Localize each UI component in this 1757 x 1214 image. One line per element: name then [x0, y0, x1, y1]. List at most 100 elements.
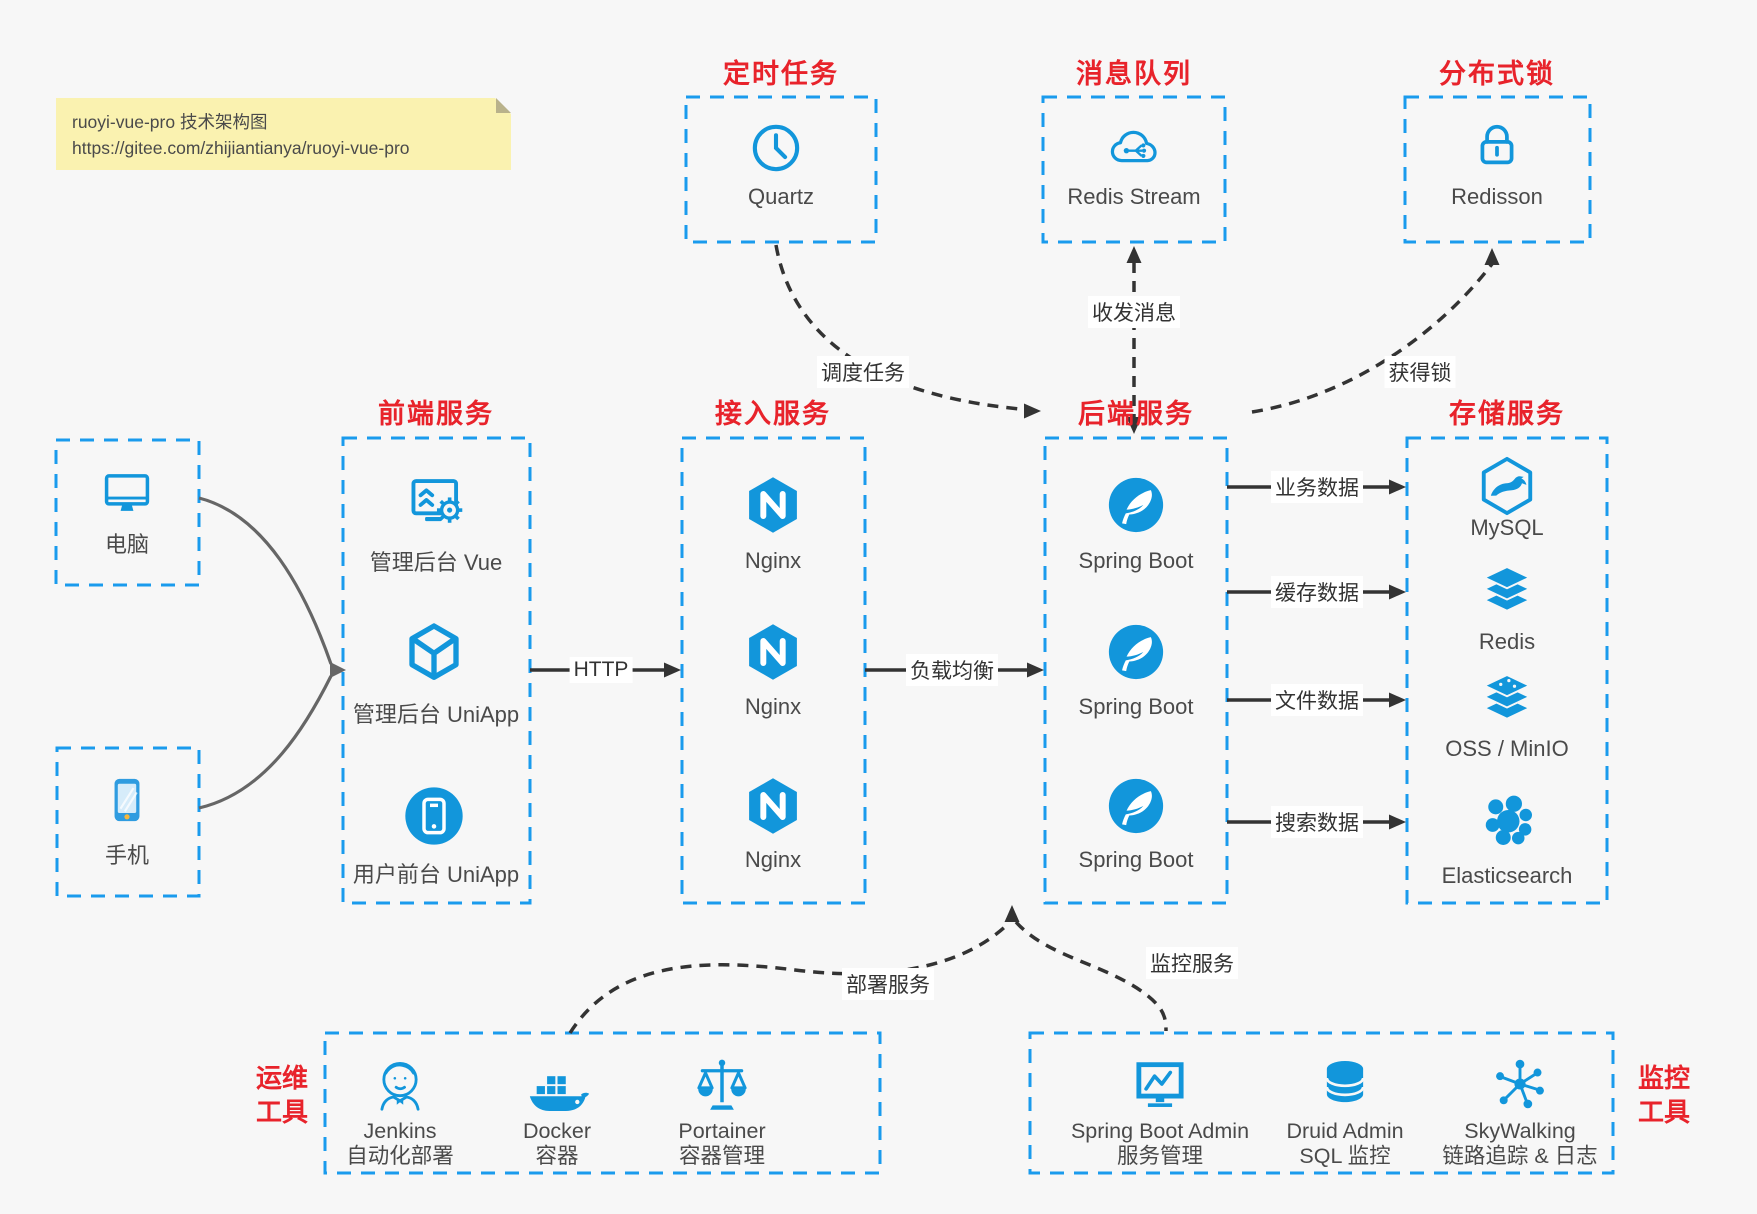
- timer-group-title: 定时任务: [723, 59, 839, 89]
- acquire-lock-edge-label: 获得锁: [1384, 356, 1456, 388]
- lock-box-border: [1403, 95, 1592, 244]
- monitoring-group-title: 监控 工具: [1638, 1062, 1690, 1130]
- mq-group-title: 消息队列: [1076, 59, 1192, 89]
- storage-node-label-1: MySQL: [1470, 515, 1544, 540]
- mobile-to-frontend-arrow: [198, 675, 333, 810]
- monitoring-node-sublabel-3: 链路追踪 & 日志: [1442, 1144, 1598, 1168]
- cache-data-edge-label: 缓存数据: [1271, 576, 1363, 608]
- search-data-edge-label: 搜索数据: [1271, 806, 1363, 838]
- note-title: ruoyi-vue-pro 技术架构图: [72, 112, 268, 132]
- nginx-icon: [742, 775, 804, 837]
- ops-box-border: [323, 1031, 882, 1175]
- ops-node-labels-2: Docker 容器: [523, 1119, 591, 1169]
- monitor-chart-icon: [1130, 1055, 1190, 1113]
- redis-stack-icon: [1476, 562, 1538, 622]
- elasticsearch-icon: [1477, 790, 1537, 850]
- ops-node-sublabel-1: 自动化部署: [346, 1144, 454, 1168]
- mysql-icon: [1476, 455, 1538, 517]
- mobile-app-icon: [402, 784, 466, 848]
- scales-icon: [692, 1056, 752, 1116]
- backend-group-title: 后端服务: [1078, 399, 1194, 429]
- note-corner-fold: [496, 98, 511, 113]
- gateway-group-title: 接入服务: [715, 399, 831, 429]
- smartphone-icon: [101, 774, 153, 826]
- device-arrowhead: [330, 662, 346, 678]
- frontend-node-label-3: 用户前台 UniApp: [352, 862, 520, 887]
- ops-node-label-3: Portainer: [678, 1119, 766, 1143]
- monitoring-node-label-3: SkyWalking: [1464, 1119, 1576, 1143]
- http-edge-label: HTTP: [569, 657, 633, 683]
- monitoring-box-border: [1028, 1031, 1615, 1175]
- monitoring-title-line2: 工具: [1637, 1096, 1691, 1127]
- cube-icon: [402, 620, 466, 684]
- business-data-edge-label: 业务数据: [1271, 471, 1363, 503]
- database-icon: [1316, 1055, 1374, 1113]
- monitor-service-edge-label: 监控服务: [1146, 947, 1238, 979]
- storage-stack-icon: [1476, 670, 1538, 730]
- ops-group-title: 运维 工具: [256, 1062, 308, 1130]
- monitoring-title-line1: 监控: [1637, 1063, 1691, 1093]
- frontend-group-title: 前端服务: [378, 399, 494, 429]
- monitoring-node-labels-3: SkyWalking 链路追踪 & 日志: [1442, 1119, 1597, 1169]
- gateway-node-label-1: Nginx: [744, 548, 802, 573]
- docker-whale-icon: [524, 1060, 590, 1116]
- ops-node-label-1: Jenkins: [363, 1119, 437, 1143]
- spring-boot-icon: [1105, 621, 1167, 683]
- storage-box-border: [1405, 436, 1609, 905]
- frontend-node-label-2: 管理后台 UniApp: [352, 702, 520, 727]
- storage-node-label-3: OSS / MinIO: [1445, 736, 1569, 761]
- deploy-service-edge-label: 部署服务: [842, 968, 934, 1000]
- mobile-box-border: [55, 746, 201, 898]
- spring-boot-icon: [1105, 474, 1167, 536]
- timer-node-label: Quartz: [747, 184, 815, 209]
- deploy-service-arrow: [568, 922, 1010, 1034]
- monitoring-node-label-2: Druid Admin: [1286, 1119, 1404, 1143]
- schedule-job-arrow: [774, 244, 1021, 411]
- jenkins-icon: [369, 1055, 431, 1117]
- mq-node-label: Redis Stream: [1067, 184, 1201, 209]
- desktop-icon: [97, 466, 157, 522]
- load-balance-edge-label: 负载均衡: [906, 654, 998, 686]
- pc-to-frontend-arrow: [198, 496, 333, 665]
- backend-node-label-1: Spring Boot: [1078, 548, 1194, 573]
- ops-node-labels-1: Jenkins 自动化部署: [346, 1119, 454, 1169]
- sticky-note: ruoyi-vue-pro 技术架构图 https://gitee.com/zh…: [56, 98, 511, 170]
- storage-node-label-2: Redis: [1478, 629, 1536, 654]
- backend-box-border: [1043, 436, 1229, 905]
- lock-group-title: 分布式锁: [1439, 59, 1555, 89]
- backend-node-label-3: Spring Boot: [1078, 847, 1194, 872]
- ops-title-line2: 工具: [255, 1096, 309, 1127]
- lock-icon: [1469, 118, 1525, 174]
- storage-node-label-4: Elasticsearch: [1441, 863, 1573, 888]
- ops-title-line1: 运维: [255, 1063, 309, 1093]
- ops-node-sublabel-3: 容器管理: [678, 1144, 765, 1168]
- schedule-job-edge-label: 调度任务: [817, 356, 909, 388]
- pc-node-label: 电脑: [104, 532, 150, 557]
- admin-dashboard-icon: [405, 472, 471, 534]
- gateway-node-label-3: Nginx: [744, 847, 802, 872]
- ops-node-labels-3: Portainer 容器管理: [678, 1119, 765, 1169]
- lock-node-label: Redisson: [1451, 184, 1543, 209]
- send-receive-edge-label: 收发消息: [1088, 296, 1180, 328]
- monitor-service-arrow: [1014, 920, 1168, 1032]
- mq-box-border: [1041, 95, 1227, 244]
- nginx-icon: [742, 621, 804, 683]
- ops-node-sublabel-2: 容器: [535, 1144, 579, 1168]
- monitoring-node-labels-2: Druid Admin SQL 监控: [1286, 1119, 1403, 1169]
- frontend-node-label-1: 管理后台 Vue: [369, 550, 503, 575]
- nginx-icon: [742, 474, 804, 536]
- gateway-node-label-2: Nginx: [744, 694, 802, 719]
- monitoring-node-labels-1: Spring Boot Admin 服务管理: [1071, 1119, 1249, 1169]
- spring-boot-icon: [1105, 775, 1167, 837]
- monitoring-node-sublabel-2: SQL 监控: [1299, 1144, 1391, 1168]
- note-url: https://gitee.com/zhijiantianya/ruoyi-vu…: [72, 138, 410, 159]
- ops-node-label-2: Docker: [522, 1119, 592, 1143]
- monitoring-node-label-1: Spring Boot Admin: [1070, 1119, 1250, 1143]
- cloud-message-icon: [1102, 118, 1166, 174]
- monitoring-node-sublabel-1: 服务管理: [1116, 1144, 1203, 1168]
- storage-group-title: 存储服务: [1449, 399, 1565, 429]
- mobile-node-label: 手机: [104, 843, 150, 868]
- clock-icon: [747, 119, 805, 177]
- file-data-edge-label: 文件数据: [1271, 684, 1363, 716]
